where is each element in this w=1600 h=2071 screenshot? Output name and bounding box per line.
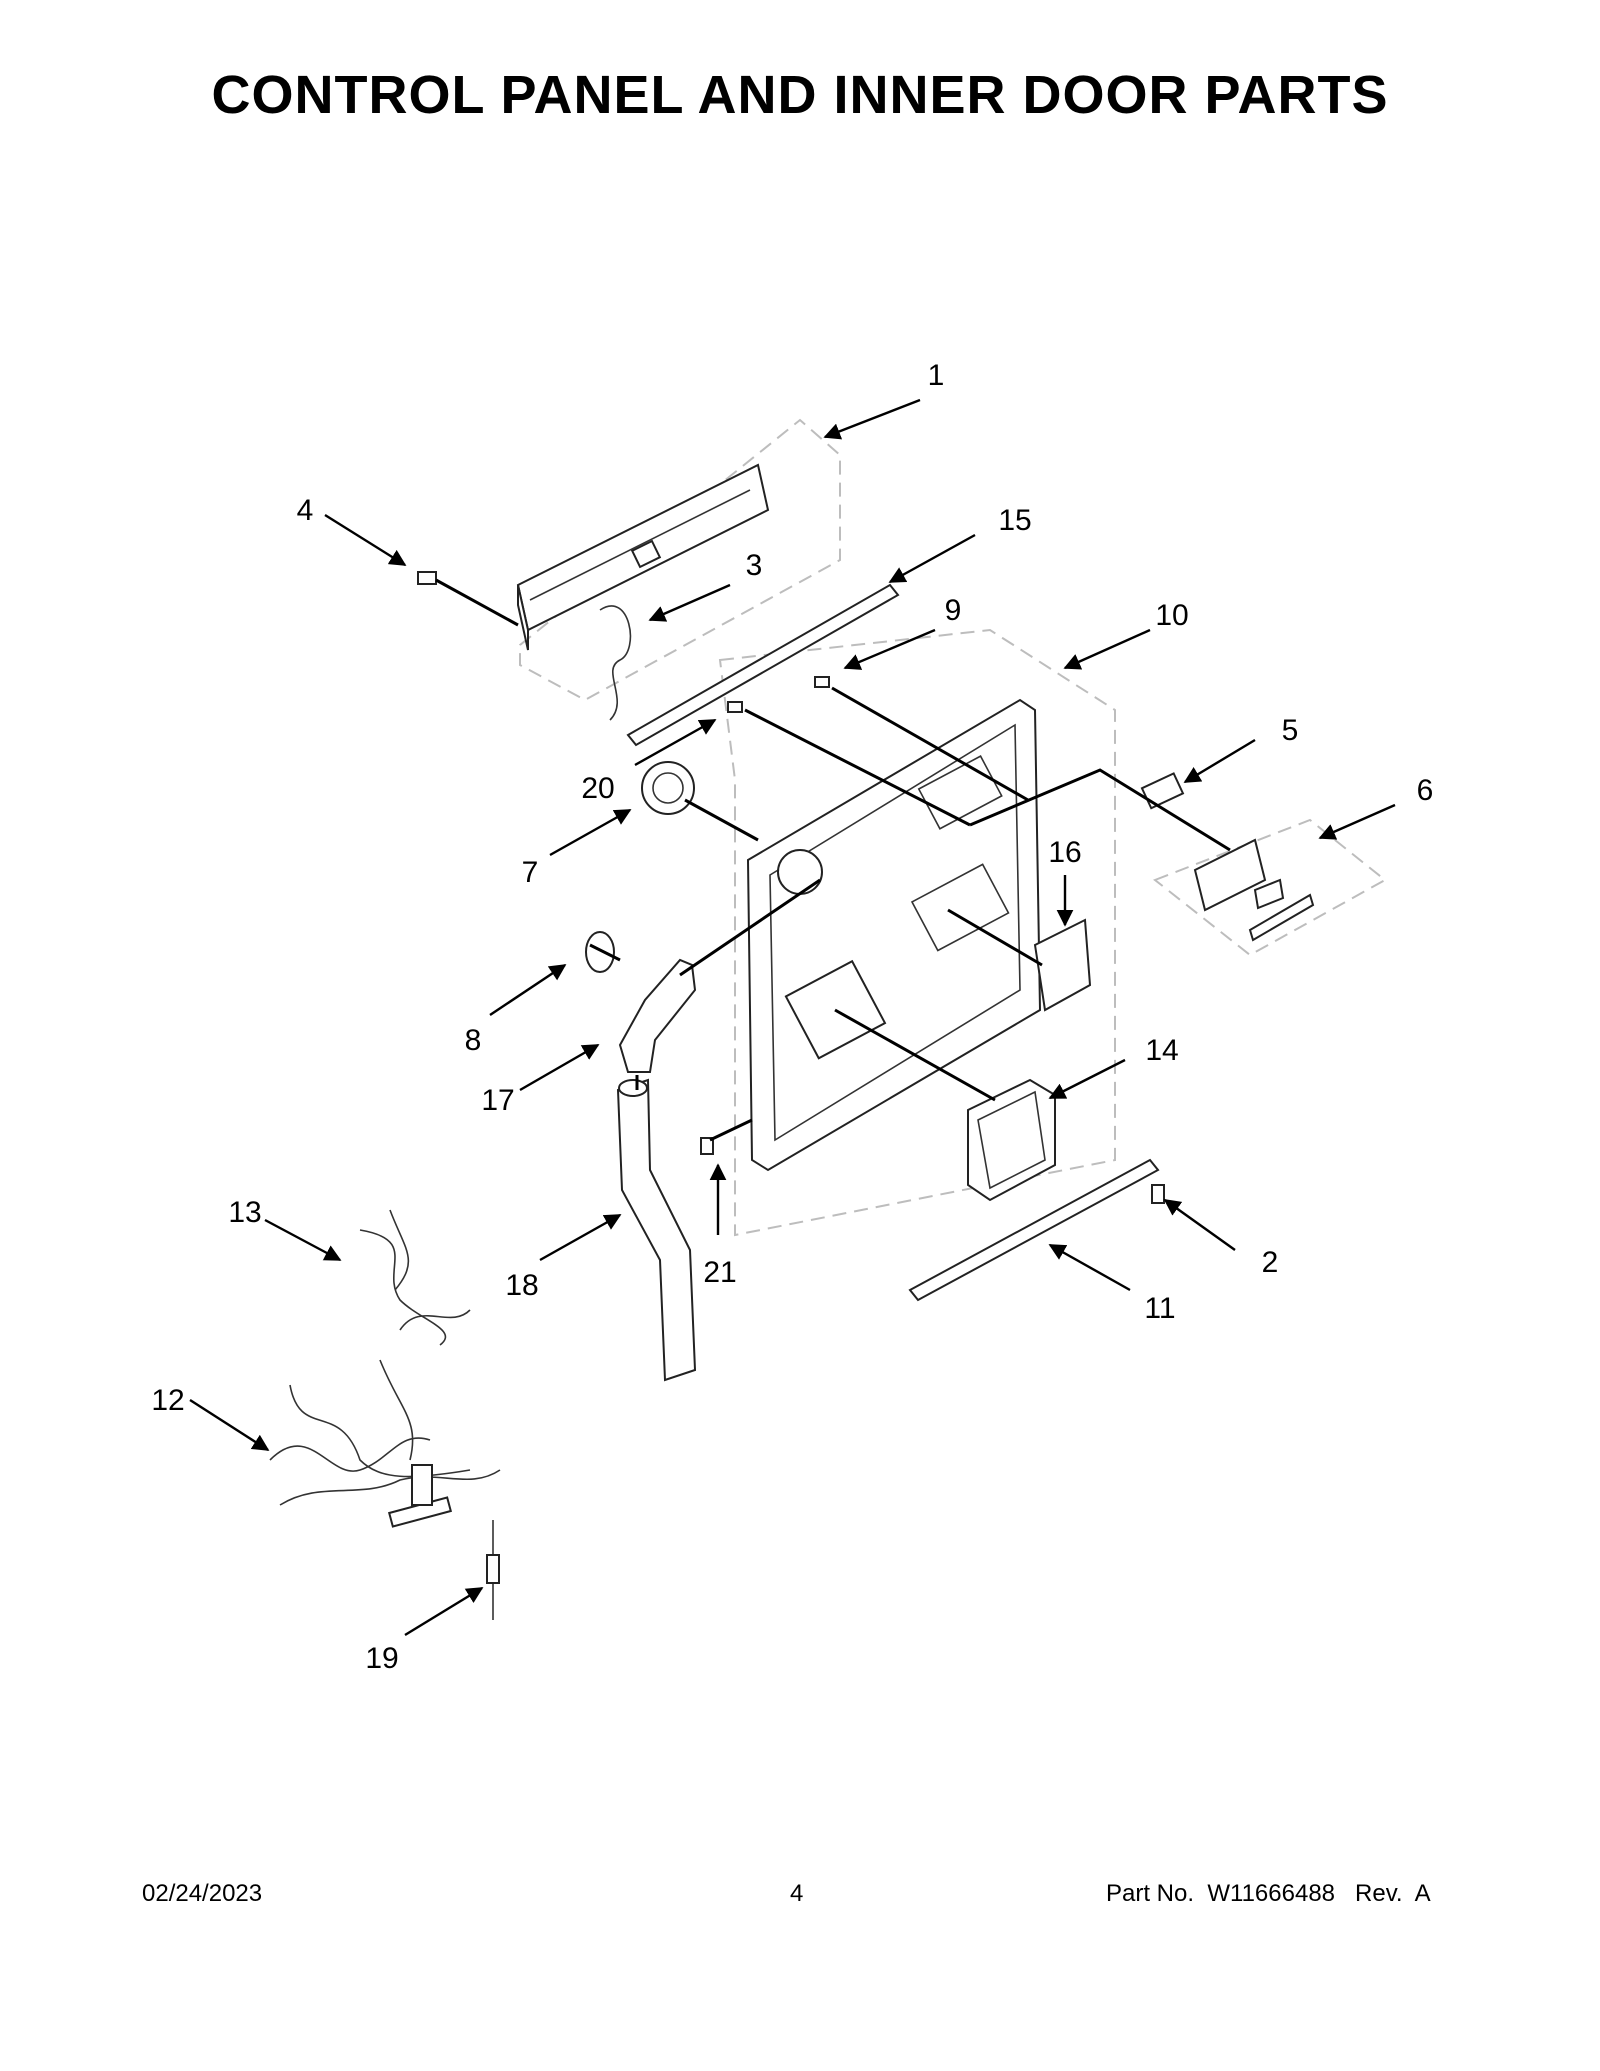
o-ring-part xyxy=(585,931,615,973)
page-title: CONTROL PANEL AND INNER DOOR PARTS xyxy=(211,65,1389,125)
assembly-connector-lines xyxy=(435,578,1231,1142)
callout-13: 13 xyxy=(228,1196,261,1229)
callout-8: 8 xyxy=(465,1024,482,1057)
callout-6: 6 xyxy=(1417,774,1434,807)
callout-15: 15 xyxy=(998,504,1031,537)
control-board-part xyxy=(1193,838,1315,942)
callout-19: 19 xyxy=(365,1642,398,1675)
callout-4: 4 xyxy=(297,494,314,527)
control-wire-part xyxy=(599,605,632,721)
callout-16: 16 xyxy=(1048,836,1081,869)
bracket-part xyxy=(1033,918,1092,1012)
screw-part-20 xyxy=(727,701,743,713)
callout-17: 17 xyxy=(481,1084,514,1117)
wire-harness-part-13 xyxy=(359,1209,471,1346)
callout-21: 21 xyxy=(703,1256,736,1289)
callout-2: 2 xyxy=(1262,1246,1279,1279)
screw-part-9 xyxy=(814,676,830,688)
screw-part-2 xyxy=(1151,1184,1165,1204)
callout-5: 5 xyxy=(1282,714,1299,747)
callout-7: 7 xyxy=(522,856,539,889)
inner-door-part xyxy=(746,698,1042,1172)
kick-strip-part xyxy=(908,1158,1160,1302)
callout-10: 10 xyxy=(1155,599,1188,632)
footer-part-number: Part No. W11666488 Rev. A xyxy=(1106,1880,1431,1907)
callout-3: 3 xyxy=(746,549,763,582)
latch-part xyxy=(1140,772,1185,810)
callout-leaders xyxy=(189,398,1396,1637)
control-panel-part xyxy=(516,463,770,651)
callout-12: 12 xyxy=(151,1384,184,1417)
vent-duct-part xyxy=(616,1078,697,1382)
callout-9: 9 xyxy=(945,594,962,627)
dashed-assembly-outlines xyxy=(519,418,1387,1237)
dispenser-part xyxy=(967,1078,1056,1202)
callout-11: 11 xyxy=(1144,1292,1175,1325)
callout-14: 14 xyxy=(1145,1034,1178,1067)
callout-1: 1 xyxy=(928,359,945,392)
screw-part-4 xyxy=(417,571,437,585)
wire-harness-part-12 xyxy=(269,1359,501,1528)
fuse-part xyxy=(486,1520,500,1620)
diverter-part xyxy=(618,958,697,1073)
callout-20: 20 xyxy=(581,772,614,805)
gasket-strip-part xyxy=(626,583,900,747)
screw-part-21 xyxy=(700,1137,714,1155)
callout-numbers: 1 2 3 4 5 6 7 8 9 10 11 12 13 14 15 16 1… xyxy=(151,359,1433,1675)
footer-date: 02/24/2023 xyxy=(142,1880,263,1907)
footer-page-number: 4 xyxy=(790,1880,804,1907)
callout-18: 18 xyxy=(505,1269,538,1302)
vent-part xyxy=(641,761,695,815)
